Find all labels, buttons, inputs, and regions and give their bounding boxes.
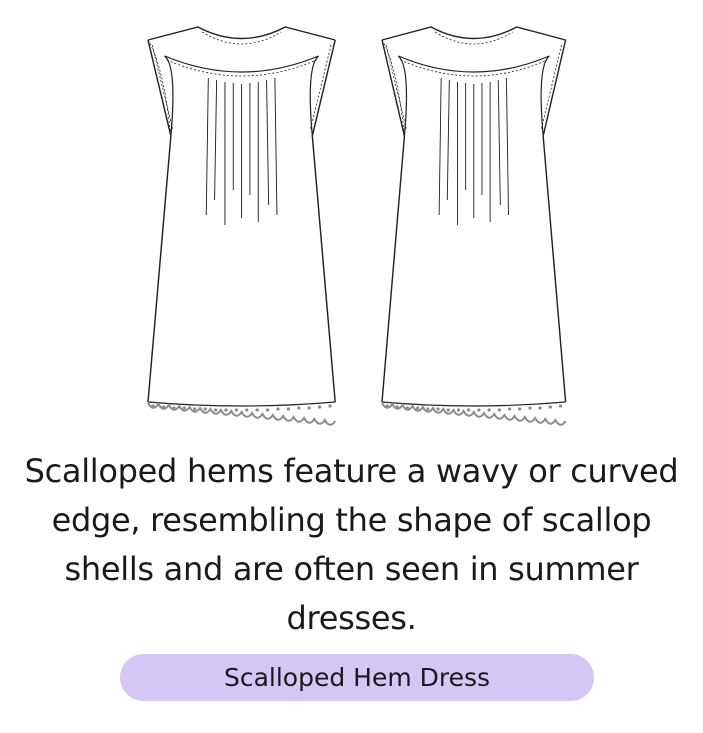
- scalloped-hem-dress-label: Scalloped Hem Dress: [120, 654, 594, 701]
- dress-illustration: [146, 25, 567, 426]
- dress-back-view: [380, 25, 567, 426]
- scalloped-hem-description: Scalloped hems feature a wavy or curved …: [24, 452, 679, 637]
- dress-front-view: [146, 25, 337, 426]
